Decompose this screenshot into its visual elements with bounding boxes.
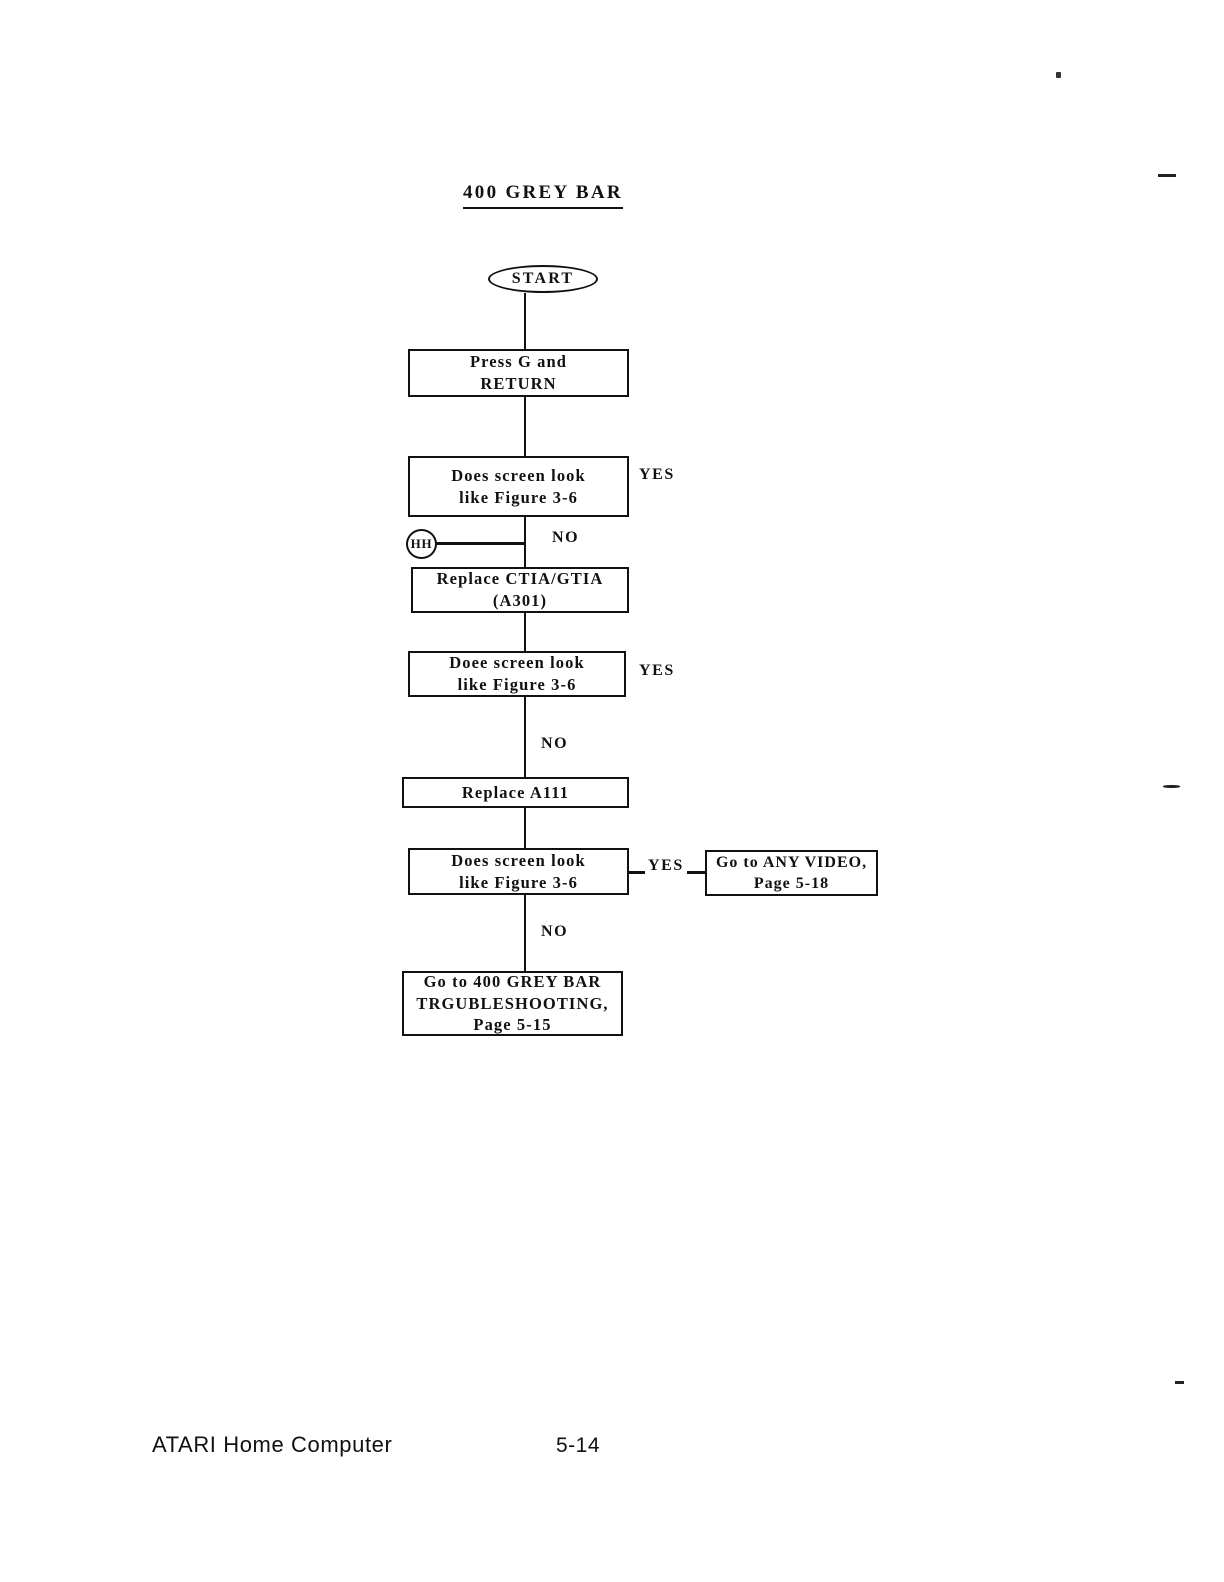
margin-tick-middle: [1163, 785, 1180, 788]
flow-node-grey-bar-troubleshooting: Go to 400 GREY BAR TRGUBLESHOOTING, Page…: [402, 971, 623, 1036]
node-line: Does screen look: [451, 465, 586, 485]
node-line: Doee screen look: [449, 653, 585, 673]
flow-node-any-video: Go to ANY VIDEO, Page 5-18: [705, 850, 878, 896]
node-line: Page 5-15: [473, 1015, 552, 1035]
edge-decision-2-no: [524, 697, 526, 777]
flow-node-replace-a111: Replace A111: [402, 777, 629, 808]
node-line: like Figure 3-6: [457, 675, 577, 694]
node-line: like Figure 3-6: [459, 872, 578, 892]
flow-node-start: START: [488, 265, 598, 293]
edge-decision-3-no: [524, 895, 526, 971]
margin-tick-bottom: [1175, 1381, 1184, 1384]
node-line: TRGUBLESHOOTING,: [416, 993, 609, 1013]
node-line: (A301): [492, 591, 548, 610]
node-line: Does screen look: [451, 850, 586, 870]
scan-speck: [1056, 72, 1061, 78]
edge-press-g-to-decision-1: [524, 397, 526, 456]
flow-node-decision-2: Doee screen look like Figure 3-6: [408, 651, 626, 697]
flow-node-decision-1: Does screen look like Figure 3-6: [408, 456, 629, 517]
node-line: RETURN: [480, 374, 557, 393]
node-line: Page 5-18: [753, 875, 830, 892]
branch-label-yes-3: YES: [645, 857, 687, 875]
branch-label-yes-1: YES: [639, 466, 675, 483]
node-line: Replace CTIA/GTIA: [436, 569, 604, 589]
footer-publisher: ATARI Home Computer: [152, 1432, 393, 1457]
node-line: like Figure 3-6: [459, 487, 578, 507]
flow-node-replace-ctia: Replace CTIA/GTIA (A301): [411, 567, 629, 613]
flow-node-decision-3: Does screen look like Figure 3-6: [408, 848, 629, 895]
flow-connector-hh: HH: [406, 529, 437, 559]
branch-label-no-2: NO: [541, 735, 569, 752]
edge-replace-a111-to-decision-3: [524, 808, 526, 848]
node-line: Go to 400 GREY BAR: [423, 971, 602, 991]
branch-label-no-1: NO: [552, 529, 580, 546]
node-line: Replace A111: [461, 782, 570, 802]
footer-page-number: 5-14: [556, 1434, 601, 1457]
node-line: Press G and: [469, 352, 568, 372]
node-line: Go to ANY VIDEO,: [715, 853, 868, 871]
page-title: 400 GREY BAR: [463, 182, 623, 209]
flow-node-press-g: Press G and RETURN: [408, 349, 629, 397]
edge-replace-ctia-to-decision-2: [524, 613, 526, 651]
edge-hh-to-main-line: [436, 542, 526, 545]
margin-tick-top: [1158, 174, 1176, 177]
branch-label-no-3: NO: [541, 923, 569, 940]
edge-start-to-press-g: [524, 293, 526, 349]
branch-label-yes-2: YES: [639, 662, 675, 679]
